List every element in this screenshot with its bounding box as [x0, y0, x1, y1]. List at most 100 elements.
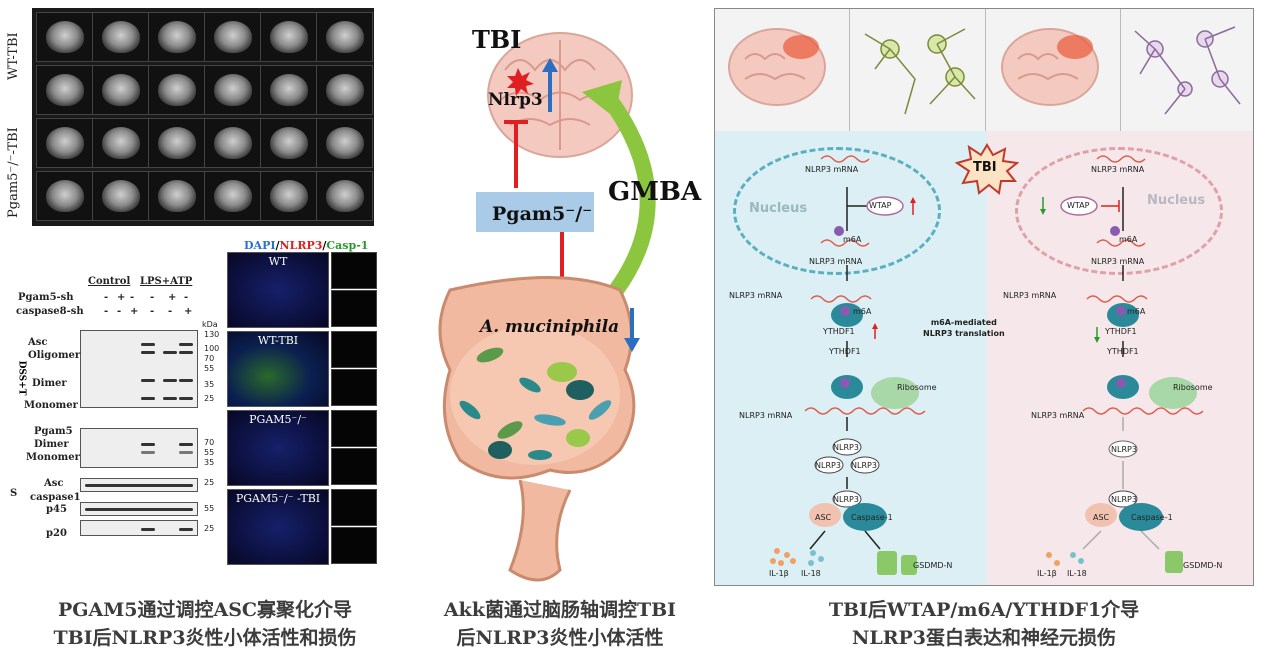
mw-marker: 130	[204, 330, 220, 339]
mri-slice	[92, 171, 149, 221]
mri-slice	[316, 65, 373, 115]
mri-slice	[92, 65, 149, 115]
flow-label-il18: IL-18	[801, 569, 821, 578]
flow-label-nlrp3: NLRP3	[833, 495, 859, 504]
if-legend: DAPI/NLRP3/Casp-1	[244, 239, 369, 252]
flow-label-asc: ASC	[815, 513, 832, 522]
mw-marker: 100	[204, 344, 220, 353]
caption-panel3: TBI后WTAP/m6A/YTHDF1介导 NLRP3蛋白表达和神经元损伤	[828, 599, 1140, 649]
flow-label-nlrp3: NLRP3	[833, 443, 859, 452]
mri-slice	[316, 12, 373, 62]
blue-arrow-head	[542, 58, 558, 72]
sign-mark: +	[168, 292, 177, 303]
if-channel-image	[331, 448, 377, 485]
pgam5-label: Pgam5⁻/⁻	[492, 203, 592, 225]
flow-label-ythdf1: YTHDF1	[1105, 327, 1137, 336]
label-asc: Asc	[44, 478, 64, 489]
flow-label-nlrp3-mrna: NLRP3 mRNA	[1091, 257, 1145, 266]
mri-slice	[260, 65, 317, 115]
brain-icon-left	[728, 28, 826, 106]
sign-mark: -	[184, 292, 189, 303]
gmba-arrow	[594, 95, 656, 316]
flow-label-ythdf1: YTHDF1	[829, 347, 861, 356]
mri-slice	[260, 171, 317, 221]
if-label: PGAM5⁻/⁻ -TBI	[235, 492, 321, 505]
brain-gut-diagram: TBI Nlrp3 Pgam5⁻/⁻ GMBA A. muciniphila	[438, 25, 702, 582]
nucleus-left	[733, 147, 941, 275]
ribosome-icon-right	[1149, 377, 1197, 409]
flow-label-il1b: IL-1β	[769, 569, 789, 578]
sign-mark: -	[168, 306, 173, 317]
mri-slice	[148, 171, 205, 221]
nlrp3-label: Nlrp3	[488, 90, 543, 110]
if-channel-image	[331, 252, 377, 289]
flow-label-nlrp3-mrna: NLRP3 mRNA	[739, 411, 793, 420]
blot-top	[80, 330, 198, 408]
flow-label-m6a: m6A	[1127, 307, 1146, 316]
neuron-icon-damaged	[1134, 26, 1241, 115]
sign-mark: -	[104, 292, 109, 303]
mri-slice	[92, 118, 149, 168]
tbi-badge-label: TBI	[973, 160, 997, 175]
asc-blob-right	[1085, 503, 1117, 527]
sign-mark: +	[117, 292, 126, 303]
mw-p45: 55	[204, 504, 215, 513]
if-channel-image	[331, 290, 377, 327]
flow-label-nlrp3-mrna: NLRP3 mRNA	[1003, 291, 1057, 300]
blot-p45	[80, 502, 198, 516]
flow-label-nlrp3: NLRP3	[851, 461, 877, 470]
nucleus-right	[1015, 147, 1223, 275]
kda-label: kDa	[202, 320, 218, 329]
caption-panel2: Akk菌通过脑肠轴调控TBI 后NLRP3炎性小体活性	[443, 599, 677, 649]
if-label: PGAM5⁻/⁻	[249, 413, 307, 426]
nucleus-label-right: Nucleus	[1147, 193, 1206, 208]
mri-slice	[204, 12, 261, 62]
label-pgam5-monomer: Monomer	[26, 452, 80, 463]
flow-label-m6a: m6A	[853, 307, 872, 316]
gmba-label: GMBA	[608, 177, 702, 207]
mri-slice	[36, 12, 93, 62]
label-dimer: Dimer	[32, 378, 67, 389]
cond-lps: LPS+ATP	[140, 276, 193, 287]
if-channel-image	[331, 369, 377, 406]
if-image: WT-TBI	[227, 331, 329, 407]
m6a-dot-3	[840, 378, 850, 388]
tbi-badge	[955, 143, 1019, 195]
wtap-oval-right	[1060, 196, 1098, 216]
red-star-icon	[507, 68, 534, 96]
nlrp3-protein-1	[832, 438, 862, 456]
mri-slice	[92, 12, 149, 62]
flow-label-wtap: WTAP	[869, 201, 892, 210]
gsdmd-icon-right	[1165, 551, 1183, 573]
sign-mark: -	[117, 306, 122, 317]
sign-mark: -	[150, 292, 155, 303]
flow-label-m6a: m6A	[1119, 235, 1138, 244]
flow-label-wtap: WTAP	[1067, 201, 1090, 210]
caspase1-blob-left	[843, 503, 887, 531]
m6a-dot-2	[840, 306, 850, 316]
neuron-icon-healthy	[864, 28, 976, 115]
mri-slice	[316, 118, 373, 168]
m6a-dot-1	[834, 226, 844, 236]
mw-marker: 25	[204, 394, 215, 403]
flow-label-nlrp3: NLRP3	[1111, 495, 1137, 504]
nlrp3-protein-2	[814, 456, 844, 474]
pgam5-box	[476, 192, 594, 232]
bacteria-icons	[459, 347, 612, 460]
flow-label-gsdmd: GSDMD-N	[913, 561, 953, 570]
mri-slice	[148, 65, 205, 115]
flow-label-nlrp3-mrna: NLRP3 mRNA	[809, 257, 863, 266]
mri-slice	[316, 171, 373, 221]
if-label: WT	[268, 255, 288, 268]
mw-marker: 70	[204, 354, 215, 363]
mri-slice	[260, 118, 317, 168]
flow-label-ythdf1: YTHDF1	[1107, 347, 1139, 356]
sign-mark: -	[104, 306, 109, 317]
label-p45: p45	[46, 504, 67, 515]
flow-label-gsdmd: GSDMD-N	[1183, 561, 1223, 570]
blot-mid	[80, 428, 198, 468]
flow-label-nlrp3: NLRP3	[1111, 445, 1137, 454]
label-p20: p20	[46, 528, 67, 539]
flow-label-nlrp3-mrna: NLRP3 mRNA	[805, 165, 859, 174]
mri-slice	[260, 12, 317, 62]
